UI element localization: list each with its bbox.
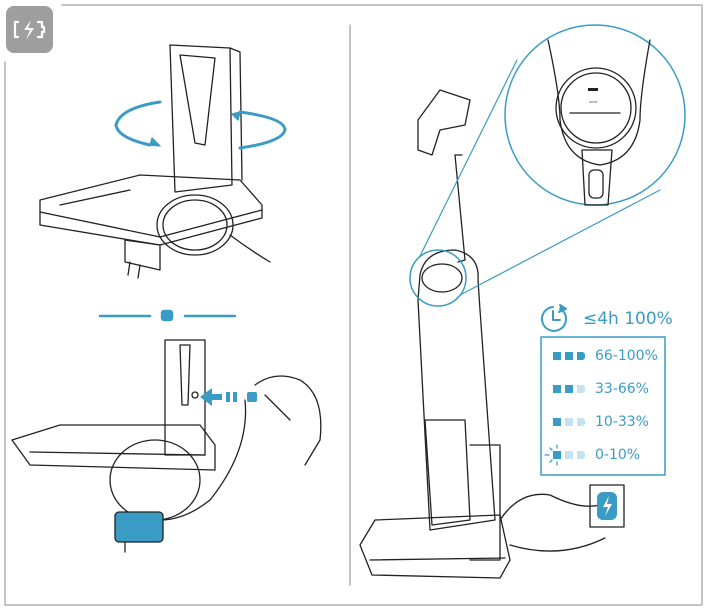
display-closeup [547, 39, 651, 206]
rotate-arrows-icon [114, 100, 287, 150]
battery-segment [565, 418, 573, 426]
battery-segment [577, 418, 585, 426]
frame-border [4, 4, 703, 606]
blink-indicator-icon [544, 444, 558, 466]
zoom-source-circle [409, 249, 467, 307]
battery-segment [553, 451, 561, 459]
battery-segment [565, 385, 573, 393]
battery-segment [565, 352, 573, 360]
dock-assembly-illustration [39, 44, 271, 279]
divider-with-dot [98, 309, 237, 322]
zoom-detail-circle [504, 24, 686, 206]
battery-level-label: 10-33% [595, 414, 649, 430]
battery-segment [577, 451, 585, 459]
clock-icon [541, 304, 568, 332]
battery-segment [577, 385, 585, 393]
plug-in-arrow-icon [200, 388, 257, 406]
vacuum-illustration [359, 89, 606, 579]
display-mode-label: AUTO [589, 100, 598, 104]
battery-level-indicators [544, 352, 585, 466]
wall-outlet [589, 484, 625, 528]
dock-plugin-illustration [11, 339, 322, 521]
battery-level-legend-box [540, 336, 666, 476]
battery-segment [565, 451, 573, 459]
battery-level-label: 33-66% [595, 381, 649, 397]
battery-segment [577, 352, 585, 360]
power-adapter [114, 511, 164, 543]
battery-charging-icon [6, 6, 53, 53]
charge-time-label: ≤4h 100% [583, 309, 673, 329]
battery-segment [553, 418, 561, 426]
battery-level-label: 0-10% [595, 447, 641, 463]
battery-segment [553, 352, 561, 360]
battery-level-label: 66-100% [595, 348, 658, 364]
arrow-heads [149, 111, 241, 147]
battery-segment [553, 385, 561, 393]
